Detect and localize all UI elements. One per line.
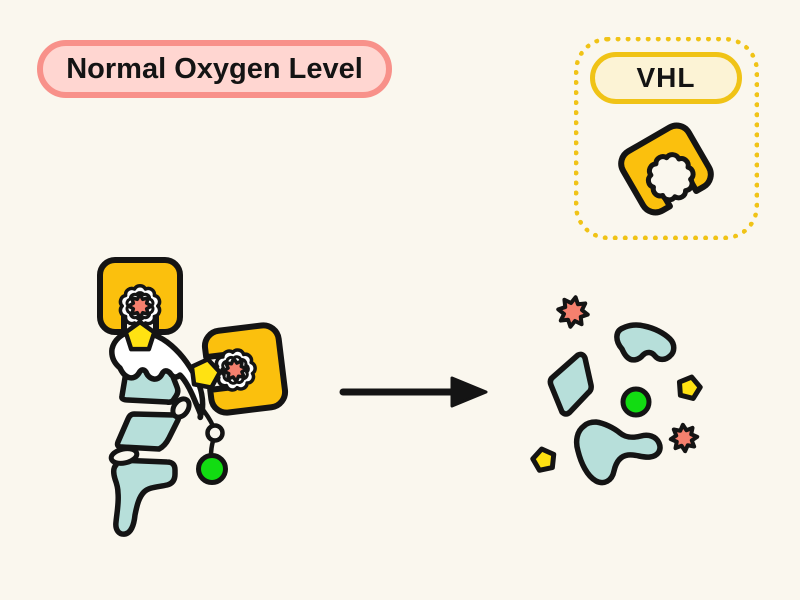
vhl-legend-box: VHL — [574, 37, 759, 240]
hif-fragment — [114, 411, 182, 452]
degraded-fragments — [529, 295, 704, 486]
ubiquitin-circle-icon — [196, 453, 228, 485]
hif-fragment — [547, 351, 594, 417]
linker-pentagon-icon — [529, 444, 559, 474]
title-label: Normal Oxygen Level — [66, 52, 363, 85]
title-badge: Normal Oxygen Level — [37, 40, 392, 98]
vhl-legend-pill: VHL — [590, 52, 742, 104]
protein-joint — [170, 396, 192, 420]
degradation-arrow — [339, 376, 488, 408]
linker-pentagon-icon — [674, 372, 704, 402]
vhl-legend-label: VHL — [636, 62, 696, 93]
hif-vhl-complex — [100, 260, 287, 537]
string-loop — [205, 423, 225, 443]
hif-fragment — [110, 457, 178, 537]
protein-joint — [108, 446, 140, 466]
linker-pentagon-icon — [126, 322, 155, 349]
ubiquitin-circle-icon — [620, 386, 652, 418]
hif-fragment — [614, 322, 677, 363]
hydroxyl-star-icon — [126, 292, 154, 320]
hydroxyl-star-icon — [670, 424, 699, 453]
hif-fragment — [573, 419, 663, 486]
hydroxyl-star-icon — [556, 295, 591, 330]
